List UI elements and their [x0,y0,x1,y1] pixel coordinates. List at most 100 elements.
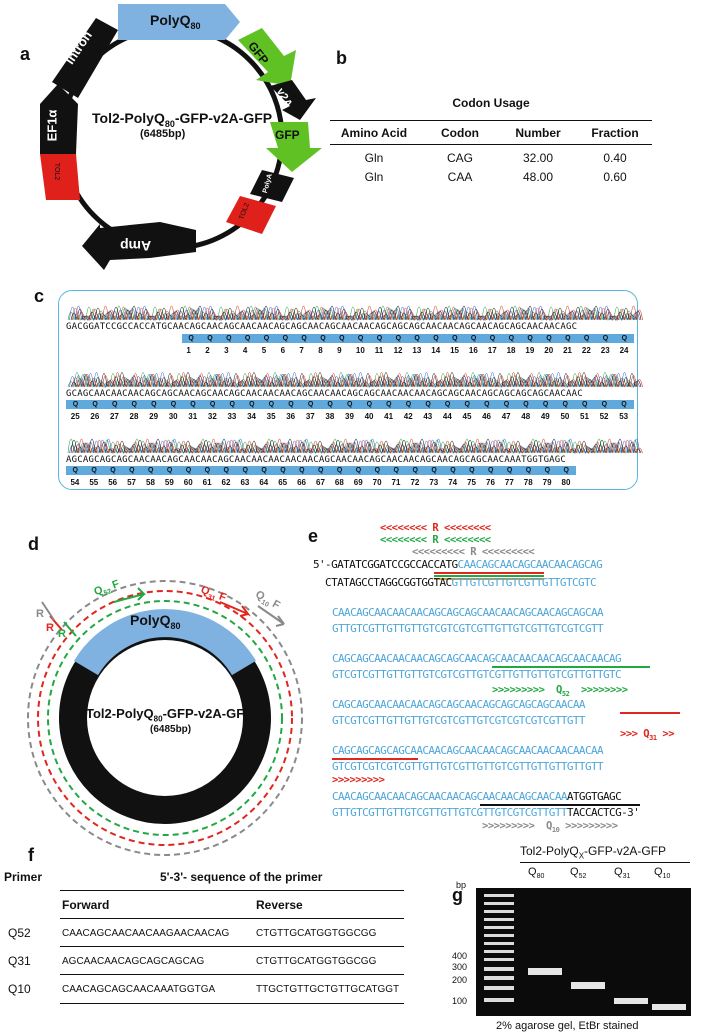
codon-number: 33 [227,412,237,421]
chromatogram-codon-bar-1 [182,334,634,343]
codon-number: 9 [337,346,342,355]
codon-number: 65 [278,478,288,487]
codon-q-label: Q [318,467,324,474]
codon-q-label: Q [223,467,229,474]
chromatogram-traces [67,305,643,455]
codon-q-label: Q [565,335,571,342]
sequence-block-4-bottom: GTCGTCGTTGTTGTTGTCGTCGTTGTCGTCGTCGTCGTTG… [332,714,586,727]
q52-forward-annotation: >>>>>>>>> Q52 >>>>>>>> [492,684,628,699]
codon-q-label: Q [525,467,532,474]
codon-q-label: Q [268,401,275,408]
q31-underline-1 [620,712,680,714]
codon-usage-header-codon: Codon [441,126,479,140]
codon-usage-cell: 32.00 [522,151,554,165]
chromatogram-codon-bar-2 [66,400,634,409]
codon-number: 47 [501,412,511,421]
codon-number: 39 [345,412,354,421]
sequence-block-4-top: CAGCAGCAACAACAACAGCAGCAACAGCAGCAGCAGCAAC… [332,698,586,711]
codon-q-label: Q [327,401,333,408]
codon-number: 7 [299,346,304,355]
plasmid-map-d [27,580,303,856]
primer-underline-gray [434,578,544,580]
codon-usage-cell: CAA [447,170,473,184]
sequence-block-3-top: CAGCAGCAACAACAACAGCAGCAACAGCAACAACAACAGC… [332,652,622,665]
primer-underline-red [434,572,544,574]
codon-number: 26 [90,412,100,421]
codon-q-label: Q [414,335,420,342]
codon-q-label: Q [395,335,402,342]
codon-q-label: Q [72,467,78,474]
gel-image [476,888,691,1016]
codon-number: 34 [247,412,256,421]
codon-number: 51 [580,412,589,421]
codon-q-label: Q [263,335,270,342]
codon-q-label: Q [452,335,458,342]
chromatogram-sequence-row-2: GCAGCAACAACAACAGCAGCAACAGCAACAGCAACAACAA… [66,389,583,399]
trace-line [72,372,643,388]
gel-band-q10 [652,1004,686,1010]
panel-label-a: a [20,44,31,64]
primer-row-reverse: TTGCTGTTGCTGTTGCATGGT [256,984,400,995]
codon-q-label: Q [148,467,154,474]
codon-q-label: Q [188,335,194,342]
ef1a-label: EF1α [44,109,60,142]
codon-number: 40 [364,412,374,421]
codon-q-label: Q [488,467,494,474]
codon-q-label: Q [185,467,192,474]
codon-q-label: Q [621,335,628,342]
codon-number: 61 [202,478,212,487]
codon-q-label: Q [170,401,177,408]
codon-number: 76 [486,478,495,487]
codon-q-label: Q [412,467,418,474]
codon-number: 67 [316,478,325,487]
primer-column-header: Primer [4,870,43,884]
codon-number: 70 [372,478,382,487]
codon-number: 4 [242,346,248,355]
codon-q-label: Q [288,401,294,408]
sequence-block-2-bottom: GTTGTCGTTGTTGTTGTCGTCGTCGTTGTTGTCGTTGTCG… [332,622,604,635]
codon-q-label: Q [386,401,392,408]
amp-label: Amp [120,238,152,254]
chromatogram-sequence-row-1: GACGGATCCGCCACCATGCAACAGCAACAGCAACAACAGC… [66,322,578,332]
codon-q-label: Q [470,335,477,342]
codon-q-label: Q [320,335,326,342]
polyq-label-a: PolyQ80 [150,12,201,31]
codon-number: 54 [70,478,80,487]
q10-reverse-arrow [41,601,55,621]
codon-q-label: Q [307,401,314,408]
trace-line [72,305,643,322]
gel-band-q52 [571,982,605,989]
q52-underline [492,666,650,668]
codon-number: 64 [259,478,269,487]
codon-number: 69 [353,478,363,487]
reverse-primer-green: <<<<<<<< R <<<<<<<< [380,534,491,546]
codon-number: 29 [149,412,159,421]
codon-q-label: Q [503,401,510,408]
codon-q-label: Q [166,467,173,474]
codon-number: 8 [318,346,323,355]
codon-q-label: Q [209,401,216,408]
codon-number: 60 [183,478,193,487]
codon-number: 52 [599,412,609,421]
codon-q-label: Q [357,335,364,342]
codon-number: 36 [286,412,296,421]
codon-number: 5 [261,346,267,355]
plasmid-size-a: (6485bp) [140,128,186,140]
codon-q-label: Q [527,335,533,342]
trace-line [69,305,640,322]
codon-usage-header-number: Number [515,126,561,140]
gel-title-rule [520,862,690,863]
gel-band-q31 [614,998,648,1004]
chromatogram-sequence-row-3: AGCAGCAGCAGCAACAACAGCAACAACAGCAACAACAACA… [66,455,567,465]
codon-q-label: Q [601,401,608,408]
codon-q-label: Q [450,467,456,474]
codon-usage-cell: 0.60 [603,170,627,184]
sequence-block-2-top: CAACAGCAACAACAACAGCAGCAGCAACAACAGCAACAGC… [332,606,604,619]
codon-number: 24 [619,346,629,355]
panel-label-e: e [308,526,319,546]
gel-title: Tol2-PolyQX-GFP-v2A-GFP [520,844,667,861]
codon-usage-title: Codon Usage [452,96,530,110]
codon-number: 6 [280,346,286,355]
primer-row-forward: CAACAGCAACAACAAGAACAACAG [62,928,230,939]
gfp-label-2: GFP [275,128,300,142]
